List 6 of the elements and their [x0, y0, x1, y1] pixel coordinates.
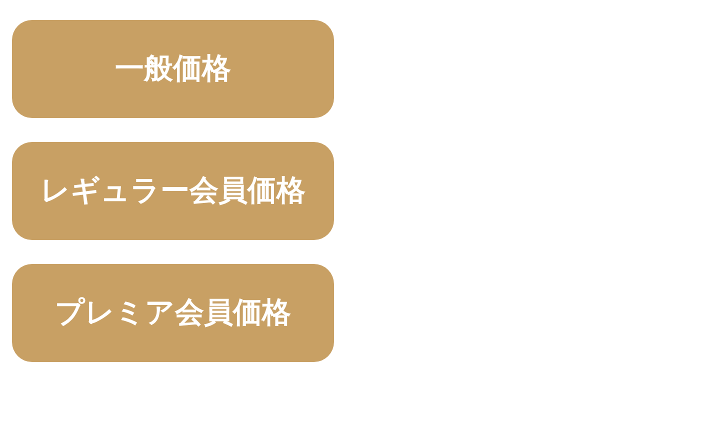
price-label-box: [12, 142, 334, 240]
price-label-text: 一般価格: [115, 50, 231, 87]
price-label-box: [12, 264, 334, 362]
price-label-text: プレミア会員価格: [55, 294, 291, 331]
price-label-text: レギュラー会員価格: [40, 172, 306, 209]
price-label-box: [12, 20, 334, 118]
